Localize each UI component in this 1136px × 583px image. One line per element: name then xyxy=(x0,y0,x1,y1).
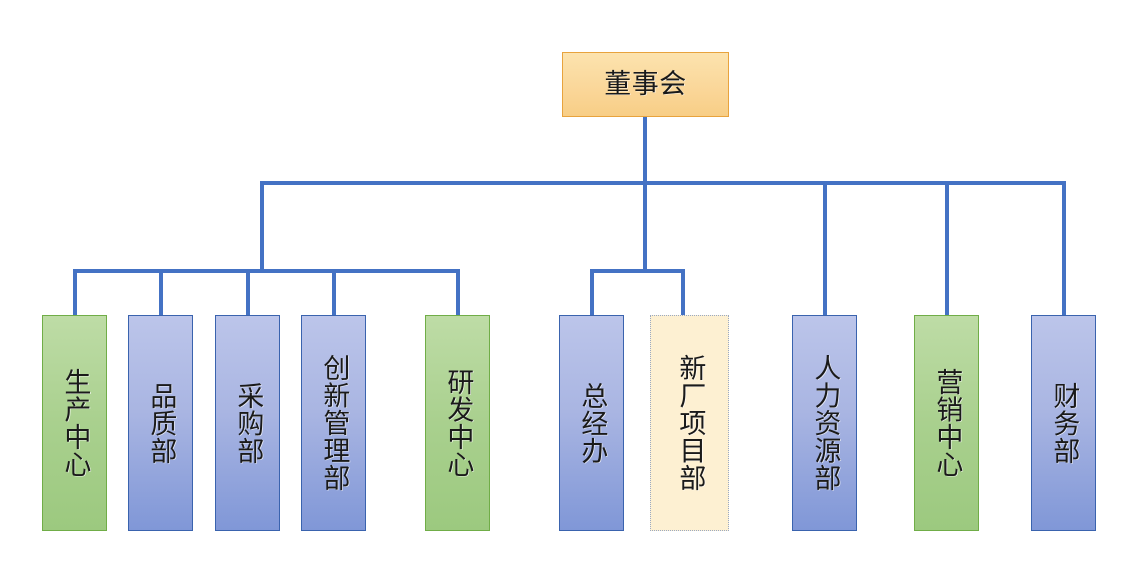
org-node-marketing-center[interactable]: 营销中心 xyxy=(914,315,979,531)
connector-drop-rd-center xyxy=(456,269,460,317)
connector-drop-production-center xyxy=(73,269,77,317)
org-node-label: 总经办 xyxy=(576,381,608,465)
org-node-label: 财务部 xyxy=(1048,381,1080,465)
org-node-quality-dept[interactable]: 品质部 xyxy=(128,315,193,531)
org-node-new-plant-project-dept[interactable]: 新厂项目部 xyxy=(650,315,729,531)
connector-center-branch-drop xyxy=(643,181,647,273)
org-node-rd-center[interactable]: 研发中心 xyxy=(425,315,490,531)
connector-drop-finance-dept xyxy=(1062,181,1066,317)
connector-drop-general-manager-office xyxy=(590,269,594,317)
org-node-label: 新厂项目部 xyxy=(674,354,706,492)
org-node-innovation-mgmt-dept[interactable]: 创新管理部 xyxy=(301,315,366,531)
org-node-label: 创新管理部 xyxy=(318,354,350,492)
org-node-label: 生产中心 xyxy=(59,368,91,478)
org-node-label: 品质部 xyxy=(145,381,177,465)
org-node-label: 营销中心 xyxy=(931,368,963,478)
org-node-label: 研发中心 xyxy=(442,368,474,478)
connector-root-stem xyxy=(643,117,647,184)
org-node-board-of-directors[interactable]: 董事会 xyxy=(562,52,729,117)
connector-main-bus xyxy=(260,181,1066,185)
connector-left-sub-bus xyxy=(73,269,460,273)
connector-left-branch-drop xyxy=(260,181,264,273)
connector-drop-quality-dept xyxy=(159,269,163,317)
org-node-label: 董事会 xyxy=(604,68,687,100)
org-node-finance-dept[interactable]: 财务部 xyxy=(1031,315,1096,531)
connector-drop-purchasing-dept xyxy=(246,269,250,317)
org-node-purchasing-dept[interactable]: 采购部 xyxy=(215,315,280,531)
connector-drop-marketing-center xyxy=(945,181,949,317)
org-node-label: 采购部 xyxy=(232,381,264,465)
org-node-label: 人力资源部 xyxy=(809,354,841,492)
connector-drop-hr-dept xyxy=(823,181,827,317)
connector-drop-new-plant-project-dept xyxy=(681,269,685,317)
connector-drop-innovation-mgmt-dept xyxy=(332,269,336,317)
org-node-general-manager-office[interactable]: 总经办 xyxy=(559,315,624,531)
org-node-hr-dept[interactable]: 人力资源部 xyxy=(792,315,857,531)
connector-center-sub-bus xyxy=(590,269,685,273)
org-node-production-center[interactable]: 生产中心 xyxy=(42,315,107,531)
